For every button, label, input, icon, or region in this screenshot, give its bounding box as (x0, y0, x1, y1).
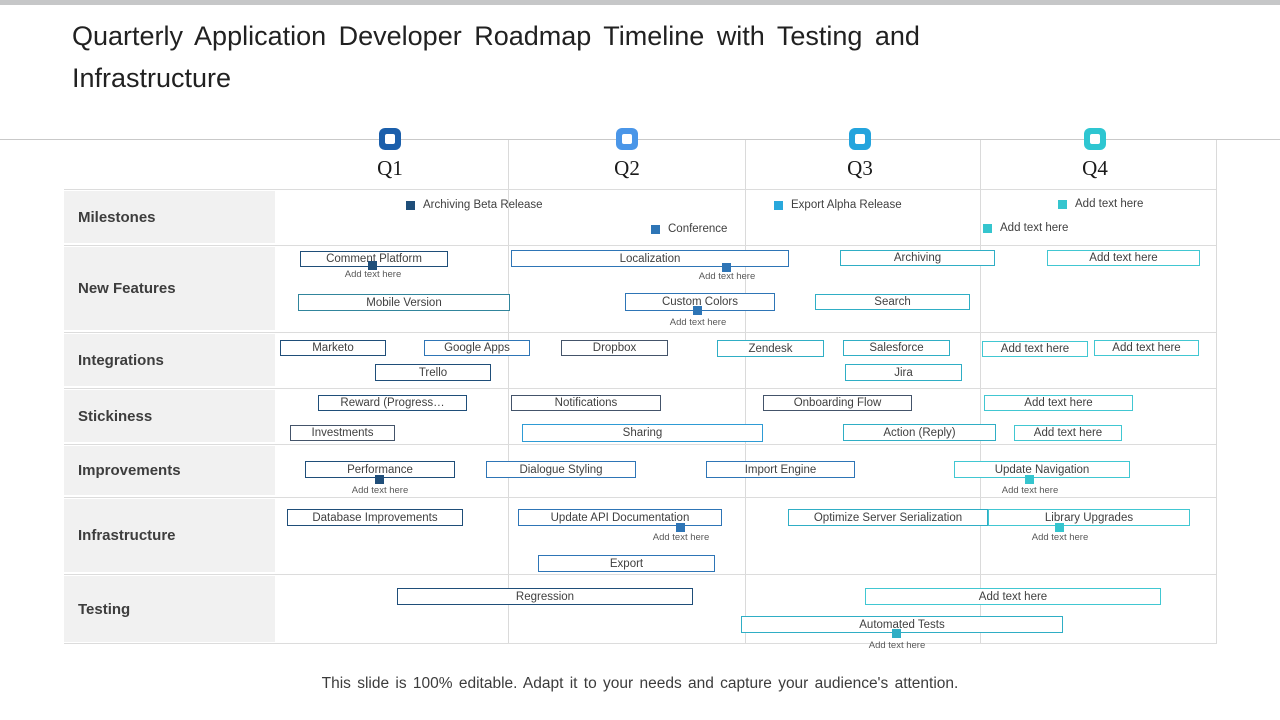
task-box-trello[interactable]: Trello (375, 364, 491, 381)
task-box-jira[interactable]: Jira (845, 364, 962, 381)
task-marker[interactable] (1055, 523, 1064, 532)
page-title: Quarterly Application Developer Roadmap … (72, 21, 920, 93)
task-box-add-text[interactable]: Add text here (1094, 340, 1199, 356)
add-text-caption: Add text here (698, 271, 756, 282)
task-box-regression[interactable]: Regression (397, 588, 693, 605)
task-box-database-improvements[interactable]: Database Improvements (287, 509, 463, 526)
milestone-label: Add text here (1000, 222, 1069, 234)
task-box-add-text[interactable]: Add text here (1047, 250, 1200, 266)
row-separator (64, 189, 1216, 190)
row-label-improvements: Improvements (64, 446, 275, 495)
row-separator (64, 245, 1216, 246)
milestone-export-alpha-release[interactable]: Export Alpha Release (774, 199, 902, 211)
add-text-caption: Add text here (652, 532, 710, 543)
row-separator (64, 332, 1216, 333)
task-box-action-reply[interactable]: Action (Reply) (843, 424, 996, 441)
quarter-icon-q4 (1084, 128, 1106, 150)
task-box-investments[interactable]: Investments (290, 425, 395, 441)
task-box-add-text[interactable]: Add text here (982, 341, 1088, 357)
gridline-q1-q2 (508, 140, 509, 644)
quarter-icon-q1 (379, 128, 401, 150)
task-marker[interactable] (368, 261, 377, 270)
add-text-caption: Add text here (1001, 485, 1059, 496)
row-separator (64, 444, 1216, 445)
milestone-label: Archiving Beta Release (423, 199, 543, 211)
quarter-label-q4: Q4 (1082, 156, 1108, 180)
top-accent-bar (0, 0, 1280, 5)
row-label-testing: Testing (64, 576, 275, 642)
row-label-stickiness: Stickiness (64, 390, 275, 442)
milestone-conference[interactable]: Conference (651, 223, 727, 235)
milestone-label: Add text here (1075, 198, 1144, 210)
task-box-zendesk[interactable]: Zendesk (717, 340, 824, 357)
milestone-square-icon (1058, 199, 1067, 209)
milestone-square-icon (983, 223, 992, 233)
task-box-import-engine[interactable]: Import Engine (706, 461, 855, 478)
task-box-archiving[interactable]: Archiving (840, 250, 995, 266)
row-separator (64, 388, 1216, 389)
header-divider-line (0, 139, 1280, 140)
milestone-add-text-2[interactable]: Add text here (983, 222, 1068, 234)
task-box-salesforce[interactable]: Salesforce (843, 340, 950, 356)
task-box-export[interactable]: Export (538, 555, 715, 572)
footer-note: This slide is 100% editable. Adapt it to… (321, 675, 959, 692)
row-separator (64, 497, 1216, 498)
task-box-add-text[interactable]: Add text here (865, 588, 1161, 605)
quarter-label-q2: Q2 (614, 156, 640, 180)
add-text-caption: Add text here (669, 317, 727, 328)
task-box-sharing[interactable]: Sharing (522, 424, 763, 442)
task-marker[interactable] (375, 475, 384, 484)
task-marker[interactable] (676, 523, 685, 532)
task-box-dropbox[interactable]: Dropbox (561, 340, 668, 356)
add-text-caption: Add text here (868, 640, 926, 651)
row-separator (64, 574, 1216, 575)
task-box-onboarding-flow[interactable]: Onboarding Flow (763, 395, 912, 411)
task-box-mobile-version[interactable]: Mobile Version (298, 294, 510, 311)
task-box-automated-tests[interactable]: Automated Tests (741, 616, 1063, 633)
milestone-archiving-beta-release[interactable]: Archiving Beta Release (406, 199, 543, 211)
row-label-integrations: Integrations (64, 334, 275, 386)
task-box-add-text[interactable]: Add text here (984, 395, 1133, 411)
gridline-q3-q4 (980, 140, 981, 644)
add-text-caption: Add text here (344, 269, 402, 280)
task-box-google-apps[interactable]: Google Apps (424, 340, 530, 356)
milestone-label: Export Alpha Release (791, 199, 902, 211)
milestone-square-icon (651, 224, 660, 234)
task-box-update-api-documentation[interactable]: Update API Documentation (518, 509, 722, 526)
task-box-update-navigation[interactable]: Update Navigation (954, 461, 1130, 478)
task-marker[interactable] (892, 629, 901, 638)
task-box-comment-platform[interactable]: Comment Platform (300, 251, 448, 267)
task-box-reward-progress[interactable]: Reward (Progress… (318, 395, 467, 411)
row-label-infrastructure: Infrastructure (64, 499, 275, 572)
quarter-label-q1: Q1 (377, 156, 403, 180)
task-marker[interactable] (722, 263, 731, 272)
task-box-localization[interactable]: Localization (511, 250, 789, 267)
add-text-caption: Add text here (1031, 532, 1089, 543)
add-text-caption: Add text here (351, 485, 409, 496)
task-box-custom-colors[interactable]: Custom Colors (625, 293, 775, 311)
task-box-library-upgrades[interactable]: Library Upgrades (988, 509, 1190, 526)
milestone-add-text-1[interactable]: Add text here (1058, 198, 1143, 210)
task-marker[interactable] (693, 306, 702, 315)
gridline-right-edge (1216, 140, 1217, 644)
task-box-add-text[interactable]: Add text here (1014, 425, 1122, 441)
row-separator (64, 643, 1216, 644)
quarter-icon-q2 (616, 128, 638, 150)
milestone-square-icon (774, 200, 783, 210)
task-box-optimize-server-serialization[interactable]: Optimize Server Serialization (788, 509, 988, 526)
row-label-milestones: Milestones (64, 191, 275, 243)
milestone-label: Conference (668, 223, 728, 235)
row-label-new-features: New Features (64, 247, 275, 330)
milestone-square-icon (406, 200, 415, 210)
gridline-q2-q3 (745, 140, 746, 644)
task-box-dialogue-styling[interactable]: Dialogue Styling (486, 461, 636, 478)
task-box-marketo[interactable]: Marketo (280, 340, 386, 356)
task-box-notifications[interactable]: Notifications (511, 395, 661, 411)
quarter-label-q3: Q3 (847, 156, 873, 180)
quarter-icon-q3 (849, 128, 871, 150)
task-box-search[interactable]: Search (815, 294, 970, 310)
task-marker[interactable] (1025, 475, 1034, 484)
